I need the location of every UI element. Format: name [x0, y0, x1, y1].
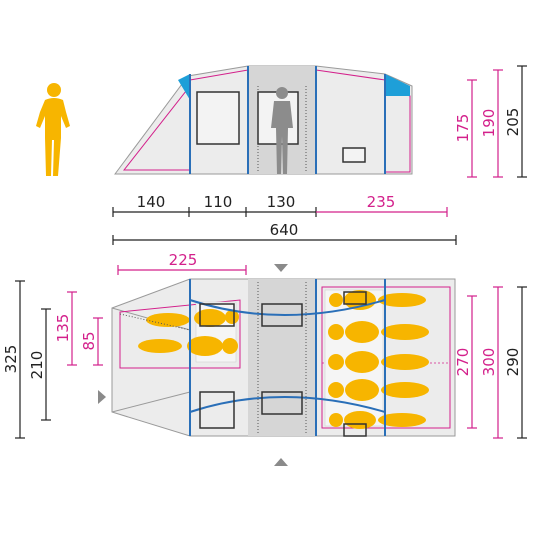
floor-right-dims: 270 300 290 [454, 286, 527, 439]
arrow-up-icon [274, 458, 288, 466]
side-vent-right [385, 74, 410, 96]
sleeping-person-icon [146, 309, 239, 327]
dim-front-225: 225 [169, 251, 198, 269]
dim-l130: 130 [267, 193, 296, 211]
dim-h135: 135 [54, 314, 72, 343]
side-poles [189, 66, 386, 174]
person-grey-icon [271, 87, 293, 174]
sleeping-person-icon [138, 336, 238, 356]
floor-windows [199, 291, 367, 437]
floor-plan: 225 [2, 251, 527, 466]
dim-h85: 85 [80, 331, 98, 350]
dim-l110: 110 [204, 193, 233, 211]
floor-poles [189, 279, 386, 436]
floor-left-dims: 325 210 135 85 [2, 280, 103, 439]
side-window-left [196, 91, 240, 145]
dim-h205: 205 [504, 108, 522, 137]
rear-room-outline [321, 286, 451, 429]
dim-l140: 140 [137, 193, 166, 211]
side-length-dims: 140 110 130 235 640 [112, 193, 457, 245]
sleeping-person-icon [328, 321, 429, 343]
arrow-right-icon [98, 390, 106, 404]
front-room-sleepers [138, 301, 239, 363]
dim-h270: 270 [454, 348, 472, 377]
side-window-small [342, 147, 366, 163]
dim-h175: 175 [454, 114, 472, 143]
dim-h190: 190 [480, 109, 498, 138]
dim-h300: 300 [480, 348, 498, 377]
dim-h210: 210 [28, 351, 46, 380]
sleeping-person-icon [328, 351, 429, 373]
floor-center [248, 279, 316, 436]
person-silhouette-icon [36, 83, 70, 176]
dim-l235: 235 [367, 193, 396, 211]
dim-h290: 290 [504, 348, 522, 377]
dim-h325: 325 [2, 345, 20, 374]
dim-total-640: 640 [270, 221, 299, 239]
sleeping-person-icon [328, 379, 429, 401]
side-height-dims: 175 190 205 [454, 65, 527, 178]
arrow-down-icon [274, 264, 288, 272]
floor-dotted [119, 282, 307, 434]
side-vent-left [178, 74, 190, 100]
rear-room-sleepers [324, 289, 429, 429]
side-view: 175 190 205 140 110 130 235 [36, 65, 527, 245]
